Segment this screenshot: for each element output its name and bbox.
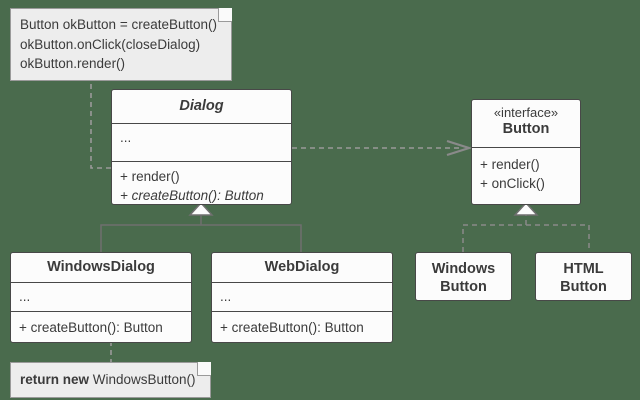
edge-note-to-dialog	[90, 75, 111, 169]
note-fold-icon	[197, 362, 211, 376]
operation-create-button: + createButton(): Button	[220, 320, 364, 335]
note-expression: WindowsButton()	[89, 372, 196, 387]
class-box-button-interface[interactable]: «interface» Button + render() + onClick(…	[471, 99, 581, 205]
class-name-line1: Windows	[431, 261, 496, 277]
edge-dialog-subclasses	[100, 224, 302, 252]
stereotype-label: «interface»	[493, 105, 559, 120]
class-title-dialog: Dialog	[179, 98, 224, 114]
class-operations-button: + render() + onClick()	[472, 147, 580, 204]
operation-render: + render()	[480, 157, 540, 172]
note-line: Button okButton = createButton()	[20, 17, 217, 32]
class-title-windows-dialog: WindowsDialog	[47, 259, 155, 275]
operation-onclick: + onClick()	[480, 176, 545, 191]
open-arrowhead-icon	[446, 139, 473, 157]
operation-create-button: + createButton(): Button	[19, 320, 163, 335]
class-operations-windows-dialog: + createButton(): Button	[11, 311, 191, 342]
class-title-web-dialog: WebDialog	[264, 259, 340, 275]
operation-create-button: + createButton(): Button	[120, 188, 264, 203]
class-name-line1: HTML	[563, 261, 604, 277]
note-line: okButton.render()	[20, 56, 126, 71]
class-attributes-windows-dialog: ...	[11, 282, 191, 311]
class-box-dialog[interactable]: Dialog ... + render() + createButton(): …	[111, 89, 292, 205]
class-name-button: Button	[502, 121, 550, 137]
operation-render: + render()	[120, 169, 180, 184]
class-box-web-dialog[interactable]: WebDialog ... + createButton(): Button	[211, 252, 393, 343]
class-attributes-web-dialog: ...	[212, 282, 392, 311]
edge-button-implementors	[462, 224, 590, 252]
class-operations-web-dialog: + createButton(): Button	[212, 311, 392, 342]
class-box-windows-button[interactable]: Windows Button	[415, 252, 512, 301]
class-box-html-button[interactable]: HTML Button	[535, 252, 632, 301]
class-box-windows-dialog[interactable]: WindowsDialog ... + createButton(): Butt…	[10, 252, 192, 343]
note-keyword: return new	[20, 372, 90, 387]
note-create-button-code: Button okButton = createButton() okButto…	[10, 8, 232, 81]
class-operations-dialog: + render() + createButton(): Button	[112, 161, 291, 204]
note-return-windows-button: return new WindowsButton()	[10, 362, 211, 398]
note-line: return new WindowsButton()	[20, 370, 201, 390]
note-line: okButton.onClick(closeDialog)	[20, 36, 201, 52]
class-name-line2: Button	[560, 279, 607, 295]
class-title-button: «interface» Button	[472, 100, 580, 147]
note-fold-icon	[218, 8, 232, 22]
class-attributes-dialog: ...	[112, 123, 291, 161]
class-name-line2: Button	[440, 279, 487, 295]
